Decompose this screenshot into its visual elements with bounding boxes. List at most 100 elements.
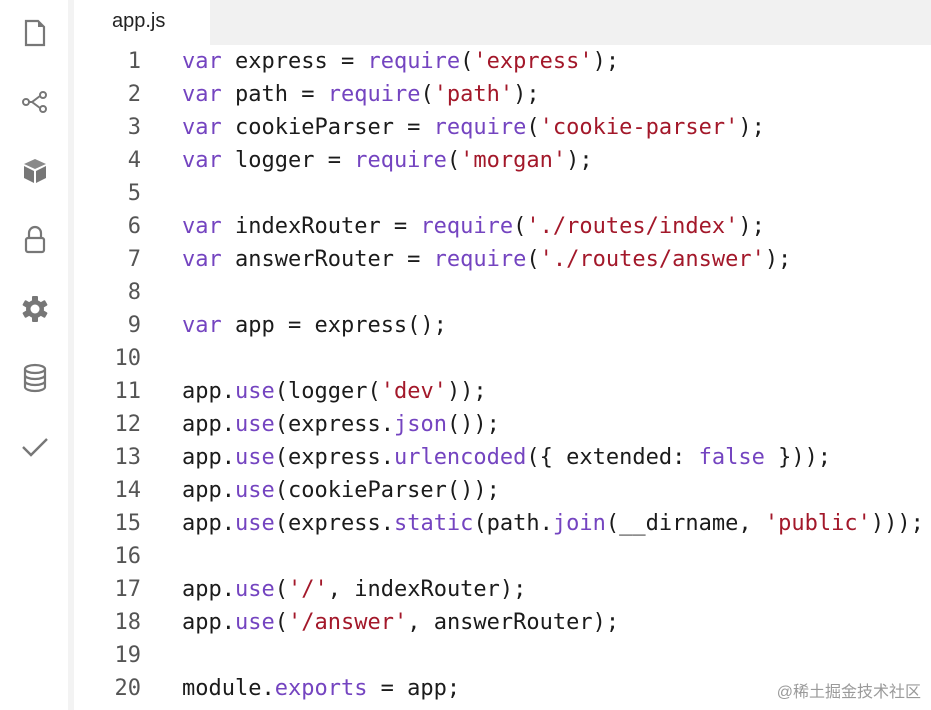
line-code: app.use(express.urlencoded({ extended: f… <box>182 441 831 474</box>
function-token: require <box>433 115 527 140</box>
plain-token: (express. <box>274 445 394 470</box>
function-token: static <box>393 511 474 536</box>
line-number: 8 <box>127 280 141 305</box>
keyword-token: var <box>182 247 222 272</box>
plain-token: ); <box>738 115 765 140</box>
string-token: 'express' <box>473 49 593 74</box>
keyword-token: var <box>182 313 222 338</box>
checkmark-icon[interactable] <box>19 431 51 463</box>
function-token: require <box>433 247 527 272</box>
lock-icon[interactable] <box>19 224 51 256</box>
plain-token: (express. <box>274 412 394 437</box>
plain-token: ); <box>764 247 792 272</box>
file-icon[interactable] <box>19 17 51 49</box>
line-code: app.use(cookieParser()); <box>182 474 500 507</box>
line-number: 9 <box>127 313 141 338</box>
string-token: 'public' <box>764 511 871 536</box>
plain-token: ); <box>738 214 765 239</box>
function-token: join <box>552 511 606 536</box>
line-code: app.use(express.json()); <box>182 408 500 441</box>
line-number: 17 <box>114 577 142 602</box>
plain-token: (express. <box>274 511 394 536</box>
string-token: 'path' <box>433 82 514 107</box>
plain-token: ))); <box>870 511 924 536</box>
line-code: var app = express(); <box>182 309 447 342</box>
line-code: var path = require('path'); <box>182 78 540 111</box>
plain-token: ( <box>274 610 288 635</box>
function-token: use <box>234 412 275 437</box>
line-code: var logger = require('morgan'); <box>182 144 593 177</box>
gear-icon[interactable] <box>19 293 51 325</box>
keyword-token: var <box>182 49 222 74</box>
plain-token: = app; <box>367 676 461 701</box>
keyword-token: var <box>182 115 222 140</box>
function-token: require <box>367 49 461 74</box>
plain-token: app. <box>182 577 235 602</box>
plain-token: cookieParser = <box>221 115 434 140</box>
tab-label: app.js <box>112 10 166 32</box>
plain-token: ( <box>446 148 461 173</box>
line-number: 19 <box>114 643 142 668</box>
tab-app-js[interactable]: app.js <box>74 0 210 45</box>
plain-token: ( <box>274 577 288 602</box>
string-token: './routes/index' <box>526 214 739 239</box>
keyword-token: var <box>182 148 222 173</box>
line-number: 6 <box>127 214 141 239</box>
keyword-token: var <box>182 214 222 239</box>
string-token: '/' <box>287 577 328 602</box>
function-token: use <box>234 610 275 635</box>
function-token: urlencoded <box>393 445 527 470</box>
function-token: use <box>234 511 275 536</box>
plain-token: ( <box>513 214 527 239</box>
line-code: app.use('/answer', answerRouter); <box>182 606 619 639</box>
plain-token: ); <box>592 49 620 74</box>
plain-token: ); <box>513 82 540 107</box>
database-icon[interactable] <box>19 362 51 394</box>
function-token: require <box>327 82 421 107</box>
string-token: 'morgan' <box>460 148 567 173</box>
line-number: 2 <box>127 82 141 107</box>
keyword-token: var <box>182 82 222 107</box>
line-number: 18 <box>114 610 142 635</box>
plain-token: app. <box>182 412 235 437</box>
plain-token: (__dirname, <box>605 511 765 536</box>
plain-token: answerRouter = <box>221 247 434 272</box>
plain-token: express = <box>221 49 368 74</box>
share-nodes-icon[interactable] <box>19 86 51 118</box>
line-code: module.exports = app; <box>182 672 460 705</box>
activity-sidebar <box>0 0 74 710</box>
function-token: use <box>234 478 275 503</box>
plain-token: ( <box>460 49 474 74</box>
function-token: require <box>354 148 447 173</box>
watermark: @稀土掘金技术社区 <box>776 684 921 701</box>
cube-icon[interactable] <box>19 155 51 187</box>
plain-token: indexRouter = <box>221 214 421 239</box>
plain-token: ( <box>526 115 540 140</box>
plain-token: (cookieParser()); <box>274 478 500 503</box>
line-number: 15 <box>114 511 142 536</box>
line-number: 20 <box>114 676 142 701</box>
plain-token: (path. <box>473 511 553 536</box>
string-token: '/answer' <box>287 610 408 635</box>
line-number: 5 <box>127 181 141 206</box>
plain-token: app. <box>182 511 235 536</box>
tab-bar: app.js <box>74 0 931 45</box>
plain-token: app. <box>182 610 235 635</box>
plain-token: ( <box>420 82 434 107</box>
line-number: 4 <box>127 148 141 173</box>
line-code: var indexRouter = require('./routes/inde… <box>182 210 765 243</box>
plain-token: )); <box>446 379 487 404</box>
function-token: require <box>420 214 514 239</box>
line-number: 3 <box>127 115 141 140</box>
function-token: exports <box>274 676 368 701</box>
plain-token: , answerRouter); <box>407 610 620 635</box>
plain-token: logger = <box>221 148 355 173</box>
line-number: 13 <box>114 445 142 470</box>
line-number: 7 <box>127 247 141 272</box>
line-number: 16 <box>114 544 142 569</box>
plain-token: ({ extended: <box>526 445 699 470</box>
line-number: 14 <box>114 478 142 503</box>
line-number: 12 <box>114 412 142 437</box>
function-token: use <box>234 379 275 404</box>
